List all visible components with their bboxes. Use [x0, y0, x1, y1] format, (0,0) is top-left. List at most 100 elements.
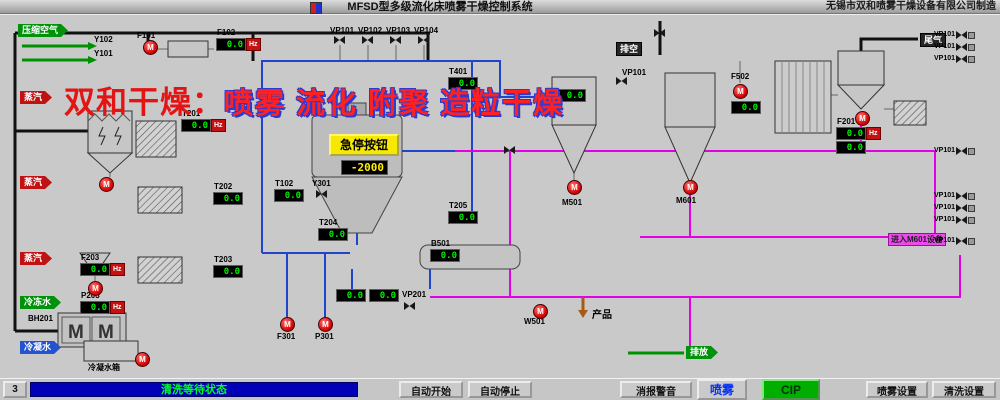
valve-icon[interactable] — [404, 302, 415, 310]
numeric-display: 0.0 — [836, 141, 866, 154]
valve-with-label[interactable]: VP101 — [934, 192, 976, 200]
pump-motor-icon[interactable]: M — [683, 180, 698, 195]
equipment-label: M601 — [676, 196, 697, 205]
cip-button[interactable]: CIP — [762, 379, 820, 400]
valve-with-label[interactable]: VP101 — [934, 147, 976, 155]
equipment-label: VP104 — [414, 26, 439, 35]
valve-icon[interactable] — [390, 36, 401, 44]
pump-motor-icon[interactable]: M — [733, 84, 748, 99]
auto-stop-button[interactable]: 自动停止 — [468, 381, 532, 398]
svg-text:M: M — [98, 322, 114, 343]
numeric-display: 0.0 — [731, 101, 761, 114]
page-index-button[interactable]: 3 — [3, 381, 27, 398]
feed-arrow-label: 冷冻水 — [20, 296, 61, 309]
valve-actuator-icon — [968, 55, 976, 63]
equipment-label: Y102 — [94, 35, 113, 44]
equipment-label: BH201 — [28, 314, 53, 323]
valve-icon[interactable] — [334, 36, 345, 44]
valve-with-label[interactable]: VP101 — [934, 55, 976, 63]
pump-motor-icon[interactable]: M — [533, 304, 548, 319]
feed-arrow-label: 蒸汽 — [20, 252, 52, 265]
pump-motor-icon[interactable]: M — [855, 111, 870, 126]
pump-motor-icon[interactable]: M — [88, 281, 103, 296]
valve-actuator-icon — [968, 216, 976, 224]
valve-with-label[interactable]: VP101 — [934, 216, 976, 224]
feed-arrow-label: 蒸汽 — [20, 176, 52, 189]
valve-with-label[interactable]: VP101 — [934, 237, 976, 245]
pump-motor-icon[interactable]: M — [135, 352, 150, 367]
equipment-label: VP102 — [358, 26, 383, 35]
feed-arrow-label: 压缩空气 — [18, 24, 68, 37]
equipment-label: F301 — [277, 332, 296, 341]
duct-label: 排空 — [616, 42, 643, 56]
equipment-label: VP201 — [402, 290, 427, 299]
equipment-label: VP101 — [330, 26, 355, 35]
pump-motor-icon[interactable]: M — [318, 317, 333, 332]
equipment-label: 冷凝水箱 — [88, 363, 120, 372]
manufacturer-label: 无锡市双和喷雾干燥设备有限公司制造 — [826, 1, 996, 12]
valve-actuator-icon — [968, 43, 976, 51]
valve-icon[interactable] — [654, 29, 665, 37]
clean-settings-button[interactable]: 清洗设置 — [932, 381, 996, 398]
valve-icon[interactable] — [316, 190, 327, 198]
equipment-label: F502 — [731, 72, 750, 81]
pump-motor-icon[interactable]: M — [99, 177, 114, 192]
valve-actuator-icon — [968, 192, 976, 200]
status-display: 清洗等待状态 — [30, 382, 358, 397]
pump-motor-icon[interactable]: M — [280, 317, 295, 332]
valve-icon[interactable] — [616, 77, 627, 85]
spray-button[interactable]: 喷雾 — [697, 379, 747, 400]
valve-icon[interactable] — [362, 36, 373, 44]
valve-actuator-icon — [968, 31, 976, 39]
app-icon — [310, 2, 322, 14]
equipment-label: F101 — [137, 31, 156, 40]
chamber-weight-display: -2000 — [341, 160, 388, 175]
feed-arrow-label: 排放 — [686, 346, 718, 359]
control-bar: 3 清洗等待状态 自动开始 自动停止 消报警音 喷雾 CIP 喷雾设置 清洗设置 — [0, 378, 1000, 400]
equipment-label: VP101 — [622, 68, 647, 77]
feed-arrow-label: 蒸汽 — [20, 91, 52, 104]
valve-icon[interactable] — [418, 36, 429, 44]
pump-motor-icon[interactable]: M — [567, 180, 582, 195]
equipment-label: Y101 — [94, 49, 113, 58]
window-title: MFSD型多级流化床喷雾干燥控制系统 — [347, 1, 533, 13]
mute-alarm-button[interactable]: 消报警音 — [620, 381, 692, 398]
valve-with-label[interactable]: VP101 — [934, 43, 976, 51]
valve-actuator-icon — [968, 147, 976, 155]
equipment-label: M501 — [562, 198, 583, 207]
duct-label: 尾气 — [920, 33, 947, 47]
valve-actuator-icon — [968, 204, 976, 212]
emergency-stop-button[interactable]: 急停按钮 — [329, 134, 399, 156]
status-text: 清洗等待状态 — [161, 384, 227, 396]
numeric-display: 0.0 — [369, 289, 399, 302]
auto-start-button[interactable]: 自动开始 — [399, 381, 463, 398]
spray-settings-button[interactable]: 喷雾设置 — [866, 381, 928, 398]
pump-motor-icon[interactable]: M — [143, 40, 158, 55]
valve-with-label[interactable]: VP101 — [934, 204, 976, 212]
numeric-display: 0.0 — [556, 89, 586, 102]
equipment-label: VP103 — [386, 26, 411, 35]
title-bar: MFSD型多级流化床喷雾干燥控制系统 无锡市双和喷雾干燥设备有限公司制造 — [0, 0, 1000, 14]
valve-icon[interactable] — [504, 146, 515, 154]
svg-text:M: M — [68, 322, 84, 343]
valve-actuator-icon — [968, 237, 976, 245]
pipe-destination-label: 进入M601设备 — [888, 233, 947, 246]
equipment-label: W501 — [524, 317, 545, 326]
equipment-label: Y301 — [312, 179, 331, 188]
valve-with-label[interactable]: VP101 — [934, 31, 976, 39]
